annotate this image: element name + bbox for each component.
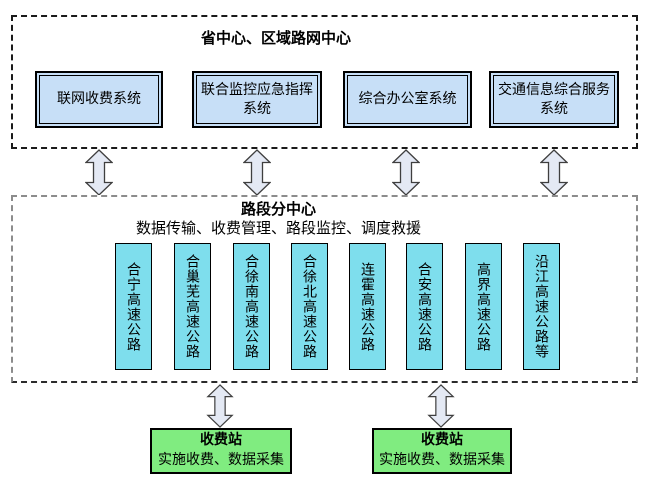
double-arrow-icon (206, 384, 234, 428)
road-box-hechaowu: 合巢芜高速公路 (174, 243, 211, 370)
toll-station-box: 收费站 实施收费、数据采集 (372, 428, 512, 474)
double-arrow-icon (540, 149, 568, 196)
toll-station-subtitle: 实施收费、数据采集 (158, 453, 284, 468)
section-subcenter-title: 路段分中心 (240, 202, 316, 218)
system-box-joint-monitoring: 联合监控应急指挥系统 (192, 71, 322, 128)
system-box-networked-toll: 联网收费系统 (35, 71, 163, 128)
toll-station-title: 收费站 (200, 433, 242, 448)
double-arrow-icon (85, 149, 113, 196)
system-box-label: 交通信息综合服务系统 (498, 82, 610, 117)
road-box-lianhuo: 连霍高速公路 (349, 243, 386, 370)
road-box-hean: 合安高速公路 (406, 243, 443, 370)
province-center-title: 省中心、区域路网中心 (200, 31, 351, 47)
system-box-label: 综合办公室系统 (358, 92, 457, 107)
toll-station-box: 收费站 实施收费、数据采集 (150, 428, 292, 474)
system-box-label: 联合监控应急指挥系统 (201, 82, 313, 117)
section-subcenter-subtitle: 数据传输、收费管理、路段监控、调度救援 (135, 221, 421, 237)
road-box-hefei-nanjing: 合宁高速公路 (115, 243, 152, 370)
toll-station-title: 收费站 (421, 433, 463, 448)
road-box-hexu-north: 合徐北高速公路 (291, 243, 328, 370)
system-box-traffic-info-service: 交通信息综合服务系统 (489, 71, 619, 128)
double-arrow-icon (243, 149, 271, 196)
double-arrow-icon (427, 384, 455, 428)
system-box-general-office: 综合办公室系统 (343, 71, 472, 128)
system-box-label: 联网收费系统 (57, 92, 141, 107)
road-box-hexu-south: 合徐南高速公路 (233, 243, 270, 370)
road-box-yanjiang: 沿江高速公路等 (523, 243, 560, 370)
toll-station-subtitle: 实施收费、数据采集 (379, 453, 505, 468)
road-box-gaojie: 高界高速公路 (465, 243, 502, 370)
double-arrow-icon (392, 149, 420, 196)
